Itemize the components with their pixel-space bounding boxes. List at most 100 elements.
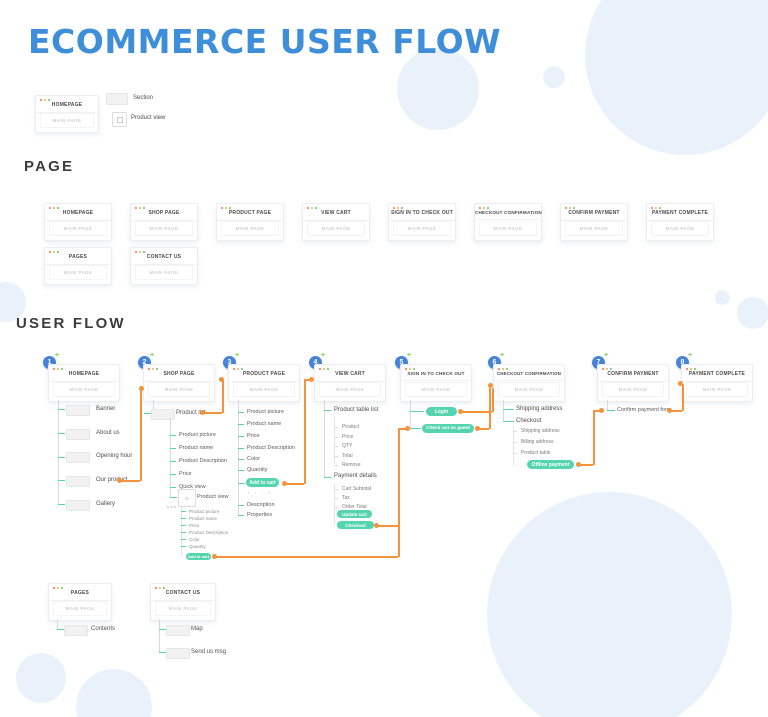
window-dots-icon bbox=[601, 367, 604, 370]
flow-card-body: MAIN PAGE bbox=[405, 382, 467, 397]
product-view-label: Product view bbox=[197, 494, 229, 500]
branch-tick bbox=[334, 427, 338, 428]
flow-card-title: SIGN IN TO CHECK OUT bbox=[401, 371, 471, 381]
item-label: QTY bbox=[342, 443, 353, 449]
product-view-icon bbox=[112, 112, 127, 127]
section-label: Opening hour bbox=[96, 453, 133, 459]
item-label: Product bbox=[342, 424, 360, 430]
branch-tick bbox=[238, 515, 244, 516]
branch-trunk bbox=[607, 400, 608, 411]
item-label: Product name bbox=[247, 421, 282, 427]
item-label: Product Description bbox=[247, 445, 295, 451]
branch-trunk bbox=[324, 400, 325, 477]
item-label: Price bbox=[247, 433, 260, 439]
branch-tick bbox=[181, 525, 186, 526]
item-label: Quantity bbox=[247, 467, 268, 473]
plus-icon: + bbox=[235, 352, 240, 359]
item-label: Quick view bbox=[179, 484, 206, 490]
offline-payment-button: Offline payment bbox=[527, 460, 574, 469]
connector-line bbox=[593, 411, 595, 465]
page-card-title: HOMEPAGE bbox=[45, 210, 111, 221]
branch-tick bbox=[513, 431, 517, 432]
window-dots-icon bbox=[478, 206, 481, 209]
window-dots-icon bbox=[48, 250, 51, 253]
branch-tick bbox=[58, 409, 65, 410]
window-dots-icon bbox=[232, 367, 235, 370]
branch-tick bbox=[334, 465, 338, 466]
page-card-body: MAIN PAGE bbox=[651, 221, 709, 236]
section-label: Our product bbox=[96, 477, 128, 483]
branch-tick bbox=[334, 437, 338, 438]
item-label: Total bbox=[342, 453, 353, 459]
connector-node bbox=[212, 554, 217, 559]
connector-line bbox=[121, 480, 140, 482]
page-card-title: PAGES bbox=[45, 254, 111, 265]
connector-node bbox=[219, 377, 224, 382]
branch-trunk bbox=[513, 426, 514, 465]
branch-trunk bbox=[334, 417, 335, 464]
background-circle bbox=[397, 48, 479, 130]
branch-tick bbox=[58, 504, 65, 505]
window-dots-icon bbox=[564, 206, 567, 209]
item-label: Billing address bbox=[521, 439, 554, 445]
branch-tick bbox=[170, 497, 177, 498]
branch-tick bbox=[170, 474, 176, 475]
branch-tick bbox=[238, 412, 244, 413]
item-label: Product picture bbox=[247, 409, 284, 415]
background-circle bbox=[16, 653, 66, 703]
window-dots-icon bbox=[147, 367, 150, 370]
item-label: Quantity bbox=[189, 544, 206, 549]
branch-tick bbox=[334, 456, 338, 457]
item-label: Confirm payment form bbox=[617, 407, 672, 413]
flow-card-body: MAIN PAGE bbox=[602, 382, 664, 397]
branch-tick bbox=[334, 446, 338, 447]
item-label: Remove bbox=[342, 462, 361, 468]
branch-trunk bbox=[181, 505, 182, 556]
connector-node bbox=[576, 462, 581, 467]
branch-trunk bbox=[334, 484, 335, 525]
branch-tick bbox=[159, 629, 166, 630]
branch-trunk bbox=[410, 400, 411, 429]
connector-node bbox=[309, 377, 314, 382]
flow-card-title: PAGES bbox=[49, 590, 111, 601]
branch-trunk bbox=[57, 619, 58, 630]
connector-node bbox=[475, 426, 480, 431]
branch-tick bbox=[58, 480, 65, 481]
connector-line bbox=[378, 525, 398, 527]
section-label: Gallery bbox=[96, 501, 116, 507]
plus-icon: + bbox=[150, 352, 155, 359]
page-title: ECOMMERCE USER FLOW bbox=[28, 22, 502, 61]
item-label: Price bbox=[179, 471, 192, 477]
plus-icon: + bbox=[184, 493, 190, 503]
add-to-cart-button: Add to cart bbox=[186, 553, 211, 560]
flow-card-title: PRODUCT PAGE bbox=[229, 371, 299, 382]
item-label: Properties bbox=[247, 512, 273, 518]
background-circle bbox=[487, 492, 732, 717]
flow-card-title: CHECKOUT CONFIRMATION bbox=[494, 371, 564, 381]
section-box bbox=[166, 625, 190, 636]
item-label: Tax bbox=[342, 495, 350, 501]
connector-node bbox=[488, 383, 493, 388]
item-label: Color bbox=[189, 537, 200, 542]
connector-line bbox=[489, 388, 491, 429]
window-dots-icon bbox=[154, 586, 157, 589]
page-card-body: MAIN PAGE bbox=[393, 221, 451, 236]
item-label: Product Description bbox=[189, 530, 229, 535]
flow-card-body: MAIN PAGE bbox=[233, 382, 295, 397]
connector-line bbox=[140, 389, 142, 481]
page-card-body: MAIN PAGE bbox=[479, 221, 537, 236]
branch-tick bbox=[181, 532, 186, 533]
connector-node bbox=[405, 426, 410, 431]
branch-tick bbox=[58, 457, 65, 458]
plus-icon: + bbox=[604, 352, 609, 359]
connector-line bbox=[462, 411, 492, 413]
branch-tick bbox=[410, 428, 421, 429]
legend-product-view-label: Product view bbox=[131, 115, 166, 121]
